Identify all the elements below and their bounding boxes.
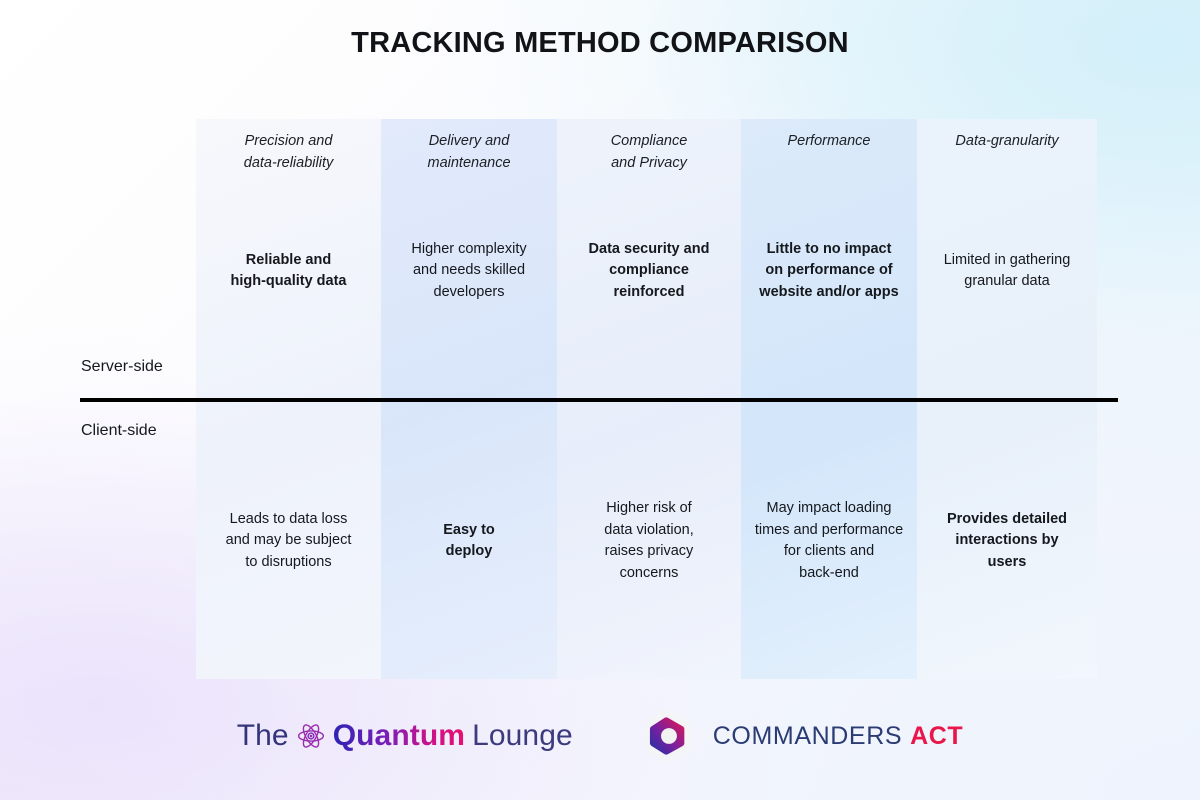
quantum-lounge-logo: The Quantum Lounge [237, 719, 573, 753]
quantum-lounge-quantum: Quantum [332, 719, 466, 752]
commanders-act-name: COMMANDERS [712, 721, 903, 750]
row-divider-line [80, 398, 1118, 402]
hexagon-logo-icon [645, 709, 691, 763]
row-label-server-side: Server-side [81, 358, 163, 375]
commanders-act-act: ACT [910, 721, 964, 750]
row-label-client-side: Client-side [81, 422, 157, 439]
column-header-performance: Performance [787, 133, 871, 149]
commanders-act-logo: COMMANDERS ACT [639, 707, 964, 765]
page-title: TRACKING METHOD COMPARISON [351, 27, 849, 59]
footer-logos: The Quantum Lounge [0, 705, 1200, 767]
atom-icon [297, 724, 324, 748]
quantum-lounge-the: The [236, 719, 289, 752]
quantum-lounge-lounge: Lounge [472, 719, 573, 752]
column-header-granularity: Data-granularity [955, 133, 1059, 149]
